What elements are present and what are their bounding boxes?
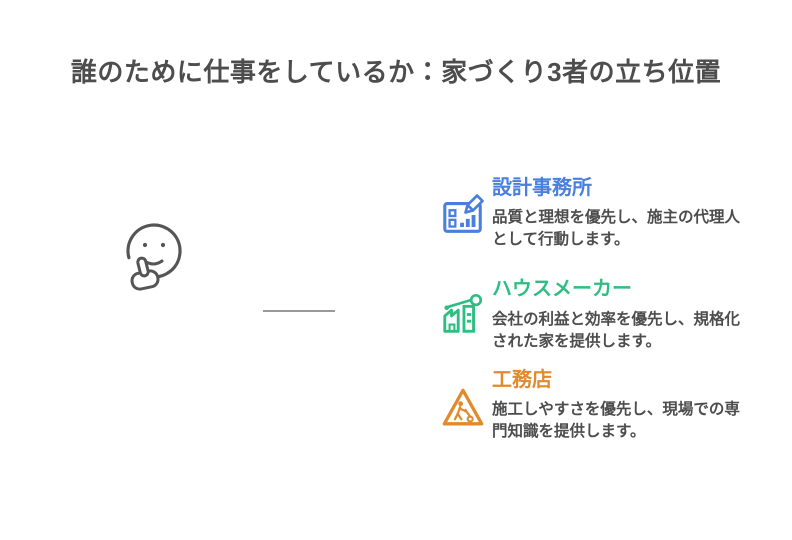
- blueprint-pencil-icon: [440, 193, 486, 239]
- desc-line: された家を提供します。: [492, 333, 661, 350]
- desc-line: 会社の利益と効率を優先し、規格化: [492, 311, 741, 328]
- factory-icon: [440, 291, 486, 337]
- item-desc-builder: 施工しやすさを優先し、現場での専 門知識を提供します。: [492, 399, 762, 443]
- item-title-builder: 工務店: [492, 369, 552, 391]
- item-title-design-office: 設計事務所: [492, 177, 592, 199]
- item-desc-design-office: 品質と理想を優先し、施主の代理人 として行動します。: [492, 207, 762, 251]
- connector-line: [263, 310, 335, 312]
- item-desc-house-maker: 会社の利益と効率を優先し、規格化 された家を提供します。: [492, 309, 762, 353]
- page-title: 誰のために仕事をしているか：家づくり3者の立ち位置: [70, 57, 722, 87]
- desc-line: 施工しやすさを優先し、現場での専: [492, 401, 740, 418]
- desc-line: 門知識を提供します。: [492, 423, 646, 440]
- desc-line: 品質と理想を優先し、施主の代理人: [492, 209, 741, 226]
- thinking-face-icon: [116, 220, 188, 292]
- construction-sign-icon: [440, 385, 486, 431]
- desc-line: として行動します。: [492, 231, 630, 248]
- item-title-house-maker: ハウスメーカー: [492, 278, 632, 300]
